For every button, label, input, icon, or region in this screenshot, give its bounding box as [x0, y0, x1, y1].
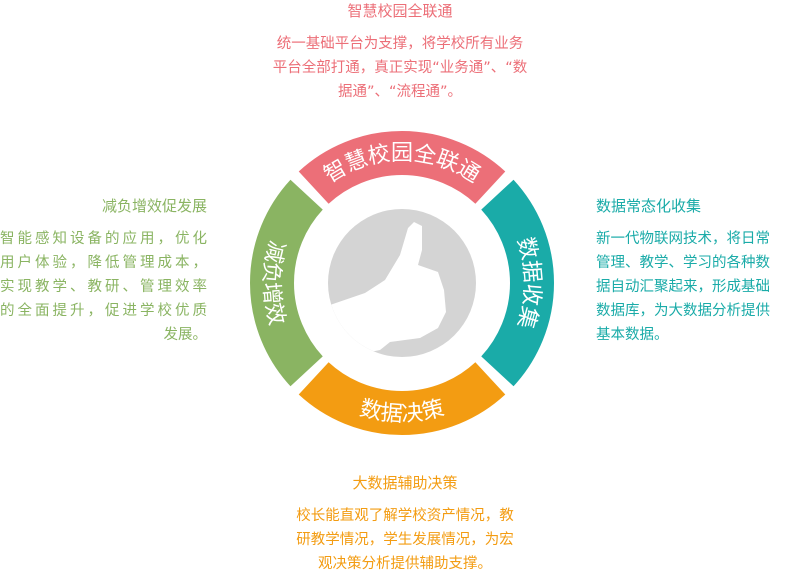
- line: 数据库，为大数据分析提供: [596, 303, 770, 319]
- line: 基本数据。: [596, 327, 669, 343]
- line: 统一基础平台为支撑，将学校所有业务: [276, 36, 524, 52]
- ring-segment-top: [298, 131, 506, 205]
- line: 观决策分析提供辅助支撑。: [318, 556, 492, 572]
- top-description: 智慧校园全联通 统一基础平台为支撑，将学校所有业务 平台全部打通，真正实现“业务…: [250, 0, 550, 104]
- line: 研教学情况，学生发展情况，为宏: [296, 532, 514, 548]
- right-title: 数据常态化收集: [596, 197, 702, 215]
- left-description: 减负增效促发展 智能感知设备的应用，优化 用户体验，降低管理成本， 实现教学、教…: [0, 195, 207, 347]
- line: 发展。: [163, 327, 208, 343]
- line: 实现教学、教研、管理效率: [0, 279, 207, 295]
- bottom-title: 大数据辅助决策: [352, 474, 458, 492]
- bottom-description: 大数据辅助决策 校长能直观了解学校资产情况，教 研教学情况，学生发展情况，为宏 …: [255, 472, 555, 576]
- line: 据通”、“流程通”。: [337, 84, 463, 100]
- ring-segment-right: [480, 179, 554, 387]
- left-title: 减负增效促发展: [101, 197, 207, 215]
- top-title: 智慧校园全联通: [347, 2, 453, 20]
- ring-segment-left: [250, 179, 324, 387]
- line: 平台全部打通，真正实现“业务通”、“数: [272, 60, 528, 76]
- line: 新一代物联网技术，将日常: [596, 231, 770, 247]
- line: 校长能直观了解学校资产情况，教: [296, 508, 514, 524]
- line: 智能感知设备的应用，优化: [0, 231, 207, 247]
- right-description: 数据常态化收集 新一代物联网技术，将日常 管理、教学、学习的各种数 据自动汇聚起…: [596, 195, 800, 347]
- line: 的全面提升，促进学校优质: [0, 303, 207, 319]
- ring-segment-bottom: [298, 361, 506, 435]
- line: 据自动汇聚起来，形成基础: [596, 279, 770, 295]
- line: 管理、教学、学习的各种数: [596, 255, 770, 271]
- line: 用户体验，降低管理成本，: [0, 255, 207, 271]
